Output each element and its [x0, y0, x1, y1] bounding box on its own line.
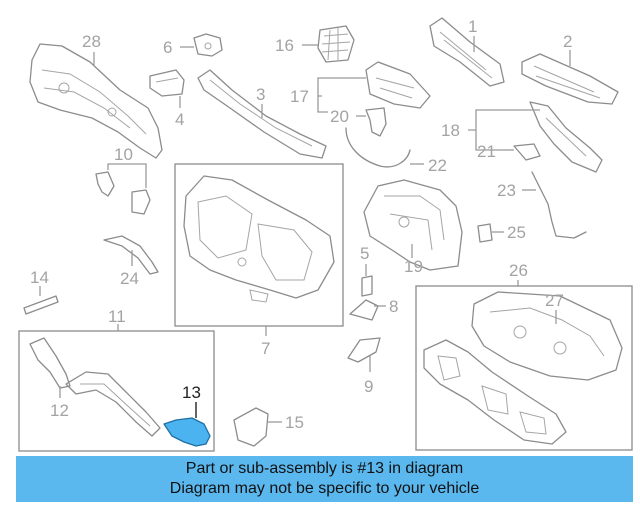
callout-2: 2 [563, 32, 572, 51]
callout-10: 10 [114, 145, 133, 164]
part-12 [29, 337, 161, 437]
callout-20: 20 [330, 107, 349, 126]
callout-13: 13 [182, 383, 201, 402]
part-2 [521, 53, 619, 105]
callout-3: 3 [256, 85, 265, 104]
callout-12: 12 [50, 401, 69, 420]
info-banner: Part or sub-assembly is #13 in diagram D… [16, 456, 633, 502]
callout-5: 5 [360, 244, 369, 263]
part-6 [193, 33, 223, 57]
part-1 [429, 17, 505, 87]
part-9 [347, 337, 381, 363]
part-17 [365, 61, 431, 109]
callout-25: 25 [507, 223, 526, 242]
callout-1: 1 [468, 17, 477, 36]
callout-15: 15 [285, 413, 304, 432]
box-11 [18, 330, 215, 452]
callout-6: 6 [163, 38, 172, 57]
part-24 [103, 235, 159, 275]
lead-17 [317, 77, 366, 113]
callout-17: 17 [290, 87, 309, 106]
part-8 [349, 299, 379, 321]
callout-8: 8 [389, 297, 398, 316]
part-25 [477, 223, 493, 243]
part-20 [365, 107, 387, 137]
callout-9: 9 [364, 377, 373, 396]
part-26 [423, 291, 623, 445]
banner-line-1: Part or sub-assembly is #13 in diagram [185, 460, 464, 477]
part-7 [183, 175, 335, 303]
part-13-highlighted[interactable] [163, 417, 211, 447]
callout-18: 18 [441, 121, 460, 140]
callout-21: 21 [477, 142, 496, 161]
part-28 [29, 43, 163, 159]
callout-22: 22 [428, 156, 447, 175]
callout-27: 27 [545, 291, 564, 310]
part-14 [23, 295, 59, 315]
callout-14: 14 [30, 268, 49, 287]
lead-10 [107, 163, 147, 188]
callout-26: 26 [509, 261, 528, 280]
callout-24: 24 [120, 269, 139, 288]
part-19 [363, 179, 463, 271]
part-22 [345, 127, 411, 168]
part-23 [531, 171, 587, 239]
callout-11: 11 [108, 307, 126, 326]
callout-23: 23 [497, 181, 516, 200]
part-15 [233, 407, 269, 447]
box-26 [415, 285, 633, 451]
callout-7: 7 [261, 339, 270, 358]
lead-18 [468, 109, 540, 151]
part-10 [95, 171, 151, 215]
callout-28: 28 [82, 32, 101, 51]
part-21 [513, 143, 541, 161]
callout-4: 4 [175, 110, 184, 129]
parts-diagram: 28 6 4 16 1 2 3 17 [18, 17, 633, 452]
box-7 [174, 163, 344, 327]
callout-19: 19 [404, 257, 423, 276]
part-4 [149, 69, 185, 97]
callout-16: 16 [275, 36, 294, 55]
part-18 [529, 101, 603, 173]
part-3 [197, 69, 327, 159]
part-16 [317, 25, 355, 63]
part-5 [361, 275, 373, 297]
banner-line-2: Diagram may not be specific to your vehi… [169, 480, 480, 497]
